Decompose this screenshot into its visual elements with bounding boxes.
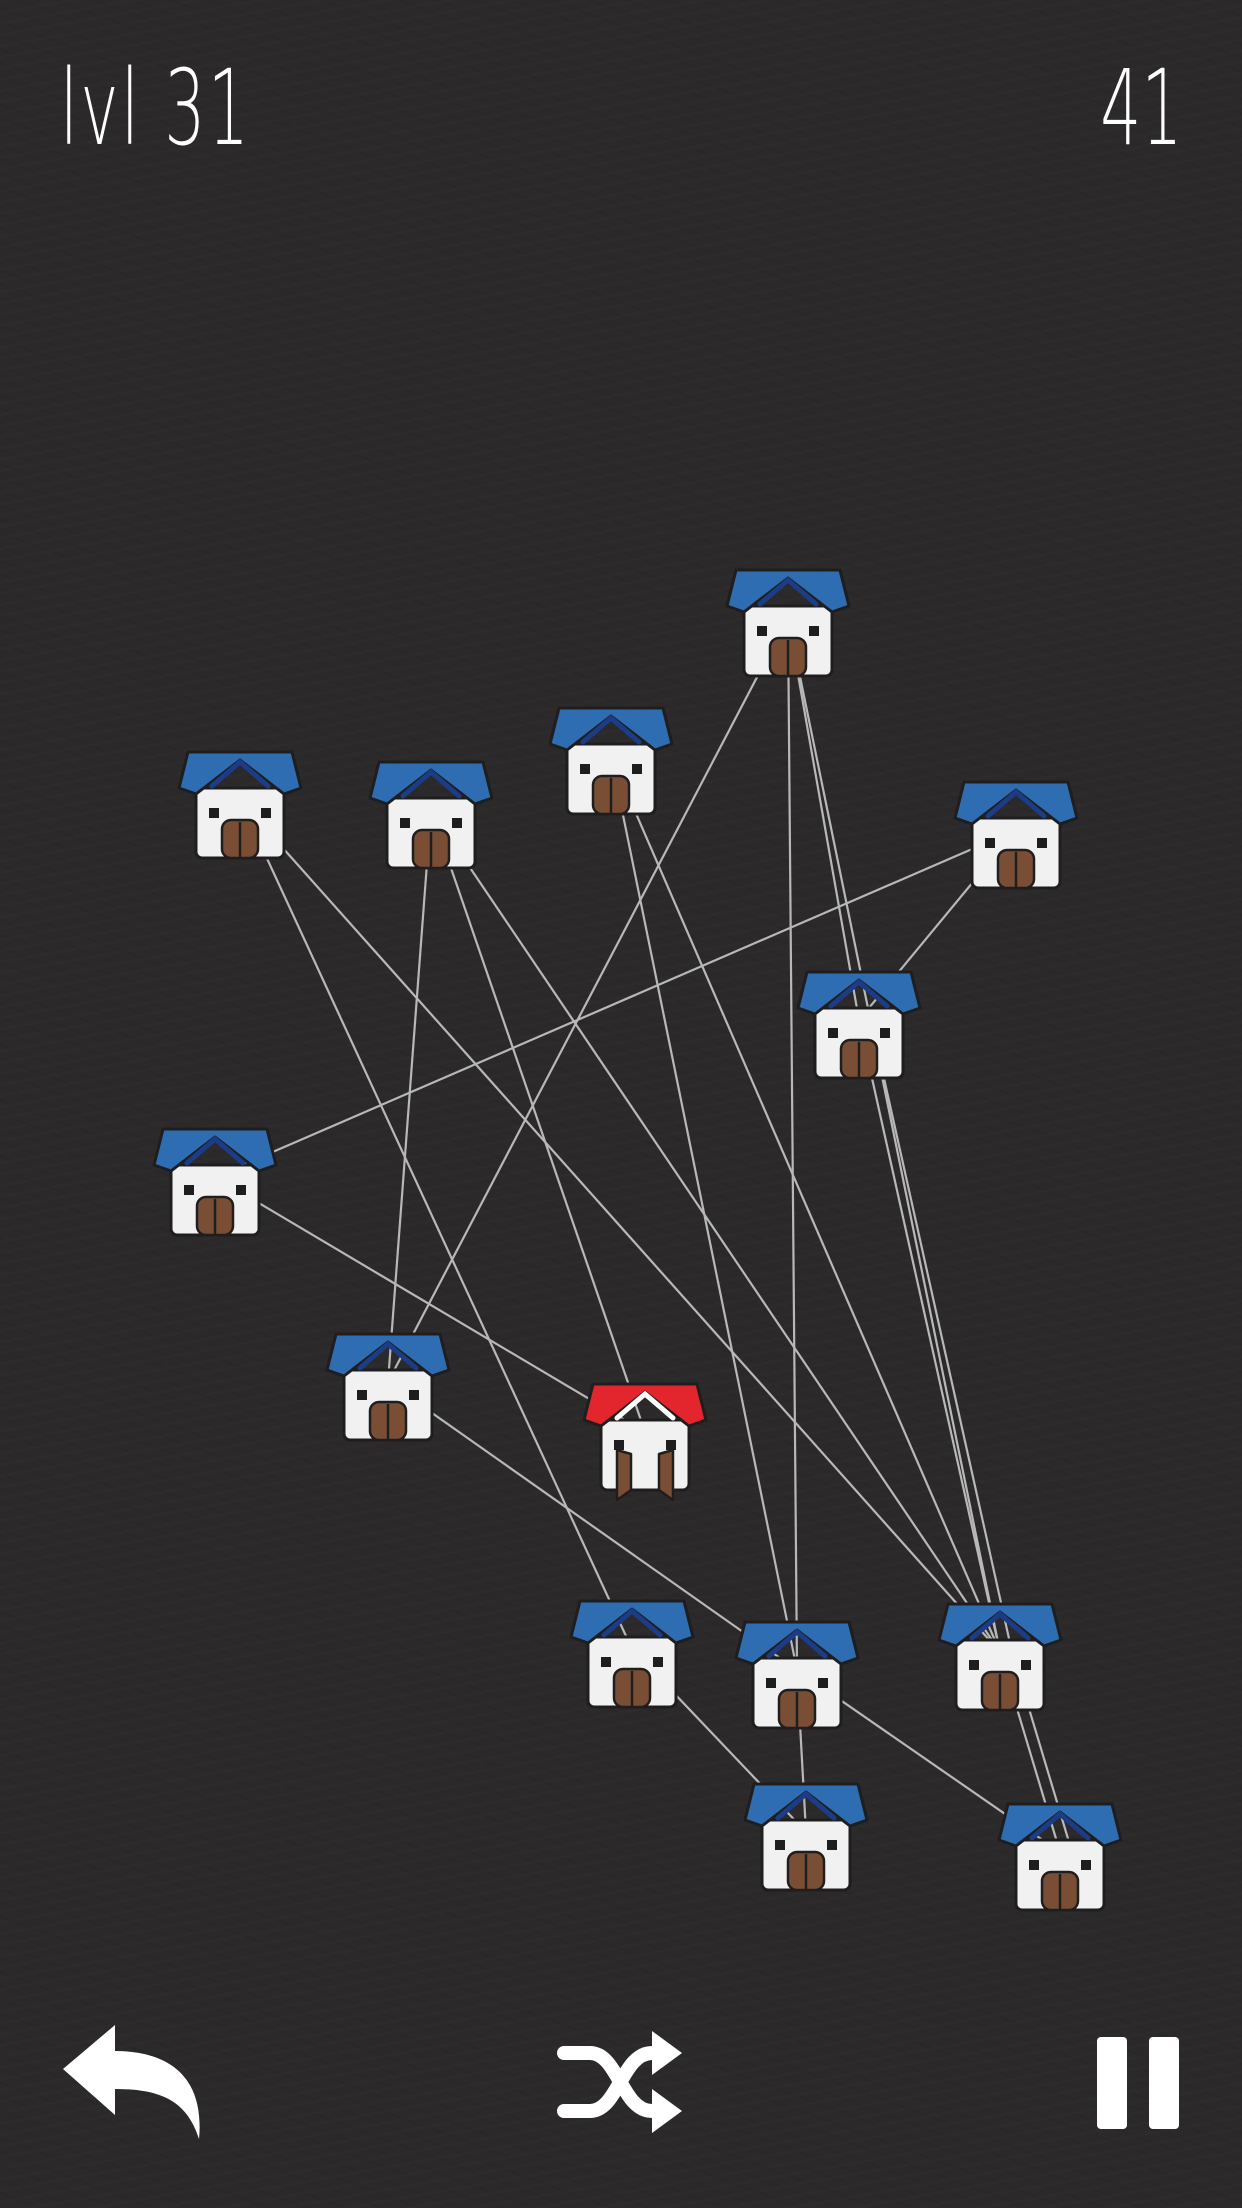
pause-icon xyxy=(1097,2037,1179,2129)
level-indicator: lvl 31 xyxy=(60,47,252,169)
connection-line xyxy=(857,1019,1002,1653)
house[interactable] xyxy=(999,1804,1121,1912)
connection-line xyxy=(214,1176,646,1433)
connection-line xyxy=(869,1019,1014,1653)
connection-line xyxy=(786,617,799,1671)
house[interactable] xyxy=(550,708,672,816)
connection-line xyxy=(609,755,1002,1653)
pause-button[interactable] xyxy=(1090,2028,1186,2138)
house[interactable] xyxy=(727,570,849,678)
connection-line xyxy=(430,809,1001,1653)
move-counter: 41 xyxy=(1099,47,1182,169)
house[interactable] xyxy=(939,1604,1061,1712)
undo-arrow-icon xyxy=(63,2025,200,2139)
connection-line xyxy=(429,809,647,1433)
house[interactable] xyxy=(154,1129,276,1237)
connection-line xyxy=(387,1381,798,1671)
house[interactable] xyxy=(745,1784,867,1892)
house[interactable] xyxy=(179,752,301,860)
connection-line xyxy=(786,617,861,1021)
connection-line xyxy=(786,617,1002,1653)
connection-line xyxy=(214,828,1017,1179)
shuffle-button[interactable] xyxy=(555,2012,687,2152)
connection-line xyxy=(386,809,433,1383)
house[interactable] xyxy=(370,762,492,870)
undo-button[interactable] xyxy=(52,2012,212,2152)
house[interactable] xyxy=(798,972,920,1080)
shuffle-icon xyxy=(557,2031,682,2133)
connection-line xyxy=(609,755,799,1671)
connection-line xyxy=(239,799,1001,1653)
houses xyxy=(154,570,1121,1912)
selected-house[interactable] xyxy=(584,1384,706,1502)
house[interactable] xyxy=(327,1334,449,1442)
connection-line xyxy=(387,617,789,1383)
house[interactable] xyxy=(955,782,1077,890)
house[interactable] xyxy=(571,1601,693,1709)
connection-lines xyxy=(214,617,1074,1853)
